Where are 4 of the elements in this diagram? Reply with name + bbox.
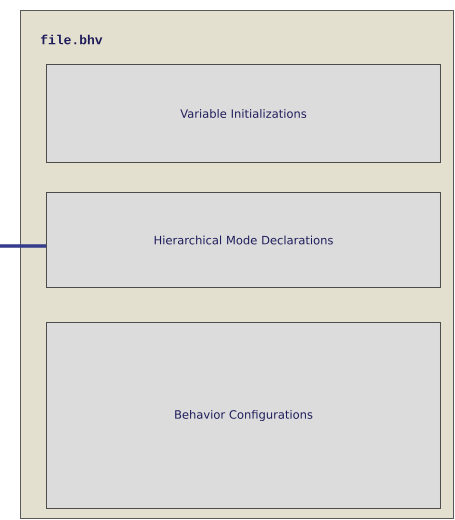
section-box: Variable Initializations: [46, 64, 441, 163]
connector-line: [0, 244, 46, 248]
section-box: Hierarchical Mode Declarations: [46, 192, 441, 288]
section-box: Behavior Configurations: [46, 322, 441, 509]
